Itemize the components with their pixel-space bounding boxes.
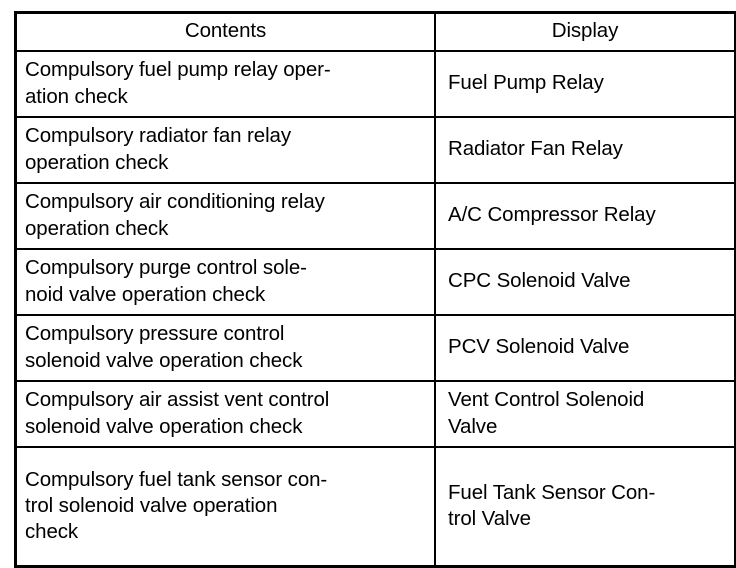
cell-text-line: Vent Control Solenoid — [448, 388, 645, 412]
cell-text-line: Compulsory pressure control — [25, 322, 285, 346]
cell-display: Radiator Fan Relay — [434, 116, 736, 184]
cell-text-line: Radiator Fan Relay — [448, 137, 623, 161]
table-row: Compulsory purge control sole- noid valv… — [14, 248, 736, 316]
cell-contents: Compulsory purge control sole- noid valv… — [14, 248, 436, 316]
cell-display: CPC Solenoid Valve — [434, 248, 736, 316]
cell-text-line: trol Valve — [448, 507, 531, 530]
table-header-row: Contents Display — [14, 11, 736, 52]
cell-text-line: Fuel Tank Sensor Con- — [448, 480, 656, 504]
table-body: Compulsory fuel pump relay oper- ation c… — [14, 50, 736, 568]
cell-contents: Compulsory pressure control solenoid val… — [14, 314, 436, 382]
cell-text-line: solenoid valve operation check — [25, 414, 303, 438]
cell-text-line: PCV Solenoid Valve — [448, 335, 630, 359]
cell-text-line: solenoid valve operation check — [25, 348, 303, 372]
table-row: Compulsory pressure control solenoid val… — [14, 314, 736, 382]
cell-text-line: operation check — [25, 150, 169, 174]
cell-text-line: Compulsory radiator fan relay — [25, 124, 291, 148]
cell-text-line: operation check — [25, 216, 169, 240]
cell-contents: Compulsory air conditioning relay operat… — [14, 182, 436, 250]
column-header-contents: Contents — [14, 11, 436, 52]
table-header: Contents Display — [14, 11, 736, 52]
cell-text-line: check — [25, 520, 79, 544]
cell-text-line: Compulsory fuel pump relay oper- — [25, 58, 331, 82]
cell-text-line: Compulsory air assist vent control — [25, 388, 330, 412]
cell-text-line: A/C Compressor Relay — [448, 203, 656, 227]
table-row: Compulsory air conditioning relay operat… — [14, 182, 736, 250]
table-row: Compulsory fuel pump relay oper- ation c… — [14, 50, 736, 118]
cell-text-line: CPC Solenoid Valve — [448, 269, 631, 293]
cell-text-line: Valve — [448, 414, 498, 438]
table-row: Compulsory air assist vent control solen… — [14, 380, 736, 448]
cell-display: A/C Compressor Relay — [434, 182, 736, 250]
cell-contents: Compulsory fuel pump relay oper- ation c… — [14, 50, 436, 118]
cell-text-line: Compulsory fuel tank sensor con- — [25, 467, 328, 491]
table-row: Compulsory fuel tank sensor con- trol so… — [14, 446, 736, 568]
cell-contents: Compulsory fuel tank sensor con- trol so… — [14, 446, 436, 568]
cell-text-line: noid valve operation check — [25, 282, 266, 306]
cell-text-line: Compulsory air conditioning relay — [25, 190, 325, 214]
cell-contents: Compulsory radiator fan relay operation … — [14, 116, 436, 184]
table-row: Compulsory radiator fan relay operation … — [14, 116, 736, 184]
cell-display: Vent Control Solenoid Valve — [434, 380, 736, 448]
compulsory-operation-check-table: Contents Display Compulsory fuel pump re… — [14, 11, 736, 568]
cell-text-line: ation check — [25, 84, 128, 108]
cell-text-line: Fuel Pump Relay — [448, 71, 604, 95]
cell-text-line: Compulsory purge control sole- — [25, 256, 307, 280]
cell-contents: Compulsory air assist vent control solen… — [14, 380, 436, 448]
cell-display: PCV Solenoid Valve — [434, 314, 736, 382]
cell-display: Fuel Pump Relay — [434, 50, 736, 118]
cell-display: Fuel Tank Sensor Con- trol Valve — [434, 446, 736, 568]
cell-text-line: trol solenoid valve operation — [25, 493, 278, 517]
column-header-display: Display — [434, 11, 736, 52]
